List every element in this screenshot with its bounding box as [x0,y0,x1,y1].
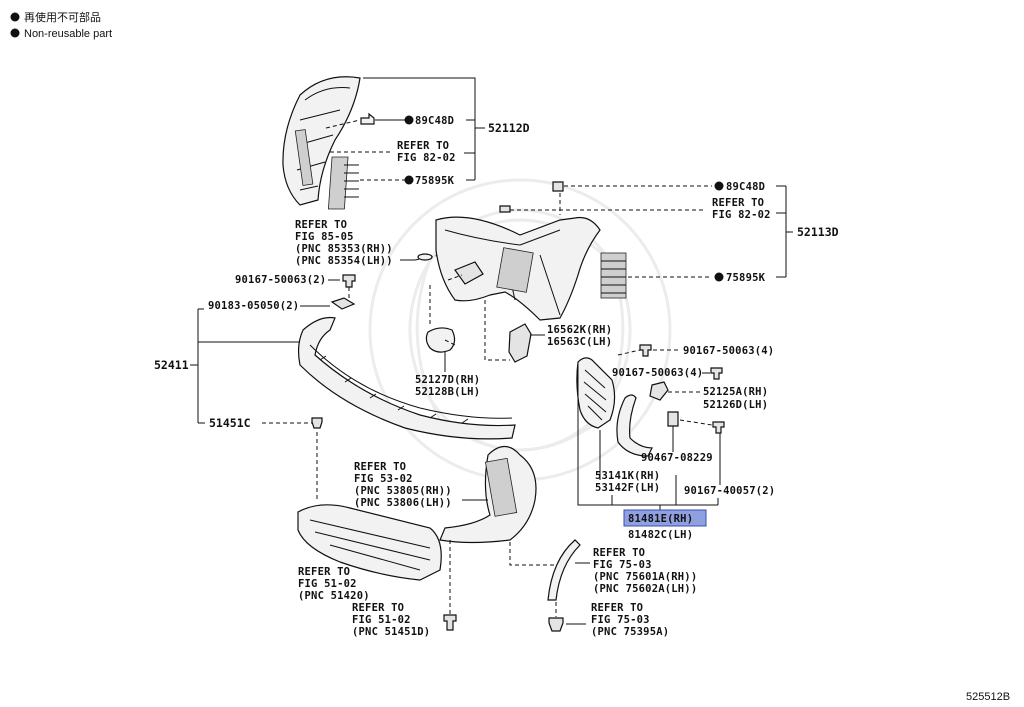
label-52128b: 52128B(LH) [415,386,480,398]
label-52113d: 52113D [797,225,839,239]
refer-fig-51-02-b-line1: REFER TO [352,602,404,614]
non-reusable-mark-icon [714,181,724,191]
refer-fig-75-03-a-line2: FIG 75-03 [593,559,652,571]
refer-fig-53-02-line3: (PNC 53805(RH)) [354,485,452,497]
refer-fig-75-03-a-line3: (PNC 75601A(RH)) [593,571,697,583]
non-reusable-mark-icon [404,115,414,125]
refer-fig-75-03-b-line1: REFER TO [591,602,643,614]
part-seal-75895k-a[interactable] [327,156,359,210]
label-90183-05050: 90183-05050(2) [208,300,299,312]
label-90467-08229: 90467-08229 [641,452,713,464]
part-screw-90167-50063-4a[interactable] [639,344,652,357]
label-90167-50063-4b: 90167-50063(4) [612,367,703,379]
part-side-grille-81481e[interactable] [576,357,616,429]
refer-fig-75-03-b-line2: FIG 75-03 [591,614,650,626]
refer-fig-75-03-a-line1: REFER TO [593,547,645,559]
legend-en: Non-reusable part [24,28,112,40]
refer-fig-75-03-a-line4: (PNC 75602A(LH)) [593,583,697,595]
refer-fig-51-02-b-line3: (PNC 51451D) [352,626,430,638]
part-bracket-16562k[interactable] [508,323,532,363]
label-51451c: 51451C [209,416,251,430]
label-16563c: 16563C(LH) [547,336,612,348]
refer-fig-85-05-line4: (PNC 85354(LH)) [295,255,393,267]
refer-fig-85-05-line2: FIG 85-05 [295,231,354,243]
refer-fig-85-05-line1: REFER TO [295,219,347,231]
label-75895k-b: 75895K [726,272,766,284]
refer-fig-51-02-a-line1: REFER TO [298,566,350,578]
part-wheel-arch-moulding[interactable] [547,539,581,601]
refer-fig-82-02-b-line1: REFER TO [712,197,764,209]
label-81482c: 81482C(LH) [628,529,693,541]
part-fog-lamp-cover-hole [417,253,433,261]
part-screw-90167-40057[interactable] [712,421,725,434]
part-engine-under-cover[interactable] [297,504,442,581]
part-fog-lamp-cover-52127d[interactable] [425,327,456,353]
part-retainer-52125a[interactable] [649,381,669,401]
legend-bullet-icon [10,12,20,22]
part-screw-90167-50063-4b[interactable] [710,367,723,380]
non-reusable-mark-icon [714,272,724,282]
label-81481e[interactable]: 81481E(RH) [628,513,693,525]
legend-bullet-icon [10,28,20,38]
label-53141k: 53141K(RH) [595,470,660,482]
part-clip-75395a[interactable] [548,617,564,632]
refer-fig-53-02-line4: (PNC 53806(LH)) [354,497,452,509]
part-bumper-reinforcement-52411[interactable] [297,316,516,440]
label-90167-40057: 90167-40057(2) [684,485,775,497]
label-52125a: 52125A(RH) [703,386,768,398]
label-89c48d-b: 89C48D [726,181,765,193]
part-screw-90167-50063-2[interactable] [342,274,356,288]
part-headlamp-side-cover-left[interactable] [282,76,361,206]
part-bumper-side-bracket-52113d[interactable] [435,216,601,321]
label-90167-50063-4a: 90167-50063(4) [683,345,774,357]
refer-fig-85-05-line3: (PNC 85353(RH)) [295,243,393,255]
label-16562k: 16562K(RH) [547,324,612,336]
refer-fig-82-02-a-line1: REFER TO [397,140,449,152]
part-fender-liner[interactable] [439,445,537,544]
part-seal-75895k-b[interactable] [600,252,627,299]
refer-fig-53-02-line1: REFER TO [354,461,406,473]
part-clip-90183-05050[interactable] [330,297,356,310]
non-reusable-mark-icon [404,175,414,185]
refer-fig-75-03-b-line3: (PNC 75395A) [591,626,669,638]
label-89c48d-a: 89C48D [415,115,454,127]
label-52127d: 52127D(RH) [415,374,480,386]
label-75895k-a: 75895K [415,175,455,187]
legend-jp: 再使用不可部品 [24,10,101,24]
part-clip-89c48d-a[interactable] [360,112,375,125]
label-52411: 52411 [154,358,189,372]
part-clip-90467-08229[interactable] [667,411,679,427]
part-clip-51451c[interactable] [311,417,323,429]
figure-id: 525512B [966,691,1010,703]
highlight-81481e [623,509,707,527]
refer-fig-51-02-a-line2: FIG 51-02 [298,578,357,590]
legend: 再使用不可部品 Non-reusable part [10,10,112,40]
refer-fig-51-02-b-line2: FIG 51-02 [352,614,411,626]
part-clip-89c48d-b[interactable] [552,181,564,192]
label-52112d: 52112D [488,121,530,135]
refer-fig-51-02-a-line3: (PNC 51420) [298,590,370,602]
part-garnish-53141k[interactable] [616,394,653,457]
refer-fig-82-02-a-line2: FIG 82-02 [397,152,456,164]
label-53142f: 53142F(LH) [595,482,660,494]
part-bolt-51451d[interactable] [443,614,457,631]
part-pin-refer-8202-b[interactable] [499,205,511,213]
refer-fig-53-02-line2: FIG 53-02 [354,473,413,485]
label-90167-50063-2: 90167-50063(2) [235,274,326,286]
refer-fig-82-02-b-line2: FIG 82-02 [712,209,771,221]
label-52126d: 52126D(LH) [703,399,768,411]
